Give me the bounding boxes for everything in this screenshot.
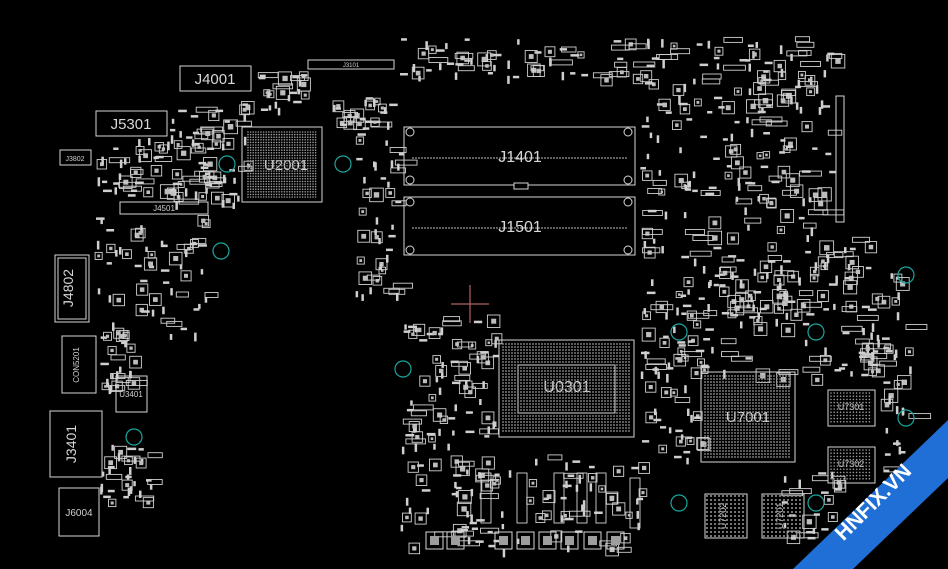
chip-u7202[interactable]: U7202: [704, 493, 748, 539]
memory-slot-j1401[interactable]: J1401: [403, 126, 636, 190]
edge-connector-strip[interactable]: [835, 95, 845, 223]
chip-u2001[interactable]: U2001: [241, 126, 323, 203]
chip-u3401[interactable]: U3401: [115, 375, 148, 413]
mounting-hole: [218, 155, 236, 173]
label-j3101: J3101: [343, 63, 360, 69]
label-u7302: U7302: [838, 459, 865, 469]
bga-ball-grid: [763, 495, 801, 537]
label-j4501: J4501: [153, 204, 175, 213]
cursor-crosshair: [451, 285, 489, 323]
label-con5201: CON5201: [72, 347, 81, 383]
label-j1401: J1401: [498, 149, 542, 166]
label-u7301: U7301: [838, 402, 865, 412]
connector-j3101[interactable]: J3101: [307, 59, 395, 70]
bga-ball-grid: [706, 495, 744, 537]
connector-j4001[interactable]: J4001: [179, 65, 252, 92]
mounting-hole: [212, 242, 230, 260]
bga-ball-grid: [502, 343, 630, 432]
smd-components: [94, 36, 932, 558]
label-u2001: U2001: [264, 157, 308, 174]
chip-u7201[interactable]: U7201: [761, 493, 805, 539]
memory-slot-j1501[interactable]: J1501: [403, 196, 636, 256]
mounting-hole: [394, 360, 412, 378]
connector-j3401[interactable]: J3401: [49, 410, 103, 478]
chip-u7302[interactable]: U7302: [827, 446, 876, 484]
connector-j6004[interactable]: J6004: [58, 487, 100, 537]
label-j1501: J1501: [498, 219, 542, 236]
label-u3401: U3401: [119, 390, 143, 399]
mounting-hole: [897, 409, 915, 427]
label-u0301: U0301: [543, 379, 590, 396]
bga-ball-grid: [704, 375, 790, 458]
mounting-hole: [807, 494, 825, 512]
label-j4001: J4001: [195, 71, 236, 88]
connector-j3802[interactable]: J3802: [59, 149, 92, 166]
chip-u7301[interactable]: U7301: [827, 389, 876, 427]
bga-ball-grid: [247, 131, 317, 198]
bga-ball-grid: [830, 449, 871, 480]
connector-j5301[interactable]: J5301: [95, 110, 168, 137]
connector-con5201[interactable]: CON5201: [61, 335, 97, 394]
label-j6004: J6004: [65, 508, 93, 519]
mounting-hole: [807, 323, 825, 341]
mounting-hole: [897, 266, 915, 284]
label-j3401: J3401: [63, 425, 79, 463]
mounting-hole: [670, 494, 688, 512]
label-j3802: J3802: [65, 156, 84, 163]
mounting-holes: [125, 155, 915, 512]
bga-ball-grid: [830, 392, 871, 423]
mounting-hole: [125, 428, 143, 446]
mounting-hole: [670, 323, 688, 341]
connector-j4802[interactable]: J4802: [54, 254, 90, 323]
mounting-hole: [334, 155, 352, 173]
label-j4802: J4802: [60, 269, 76, 307]
chip-u7001-gpu[interactable]: U7001: [700, 371, 796, 463]
label-j5301: J5301: [111, 116, 152, 133]
chip-u0301-cpu[interactable]: U0301: [498, 339, 635, 438]
connector-j4501[interactable]: J4501: [119, 201, 209, 215]
